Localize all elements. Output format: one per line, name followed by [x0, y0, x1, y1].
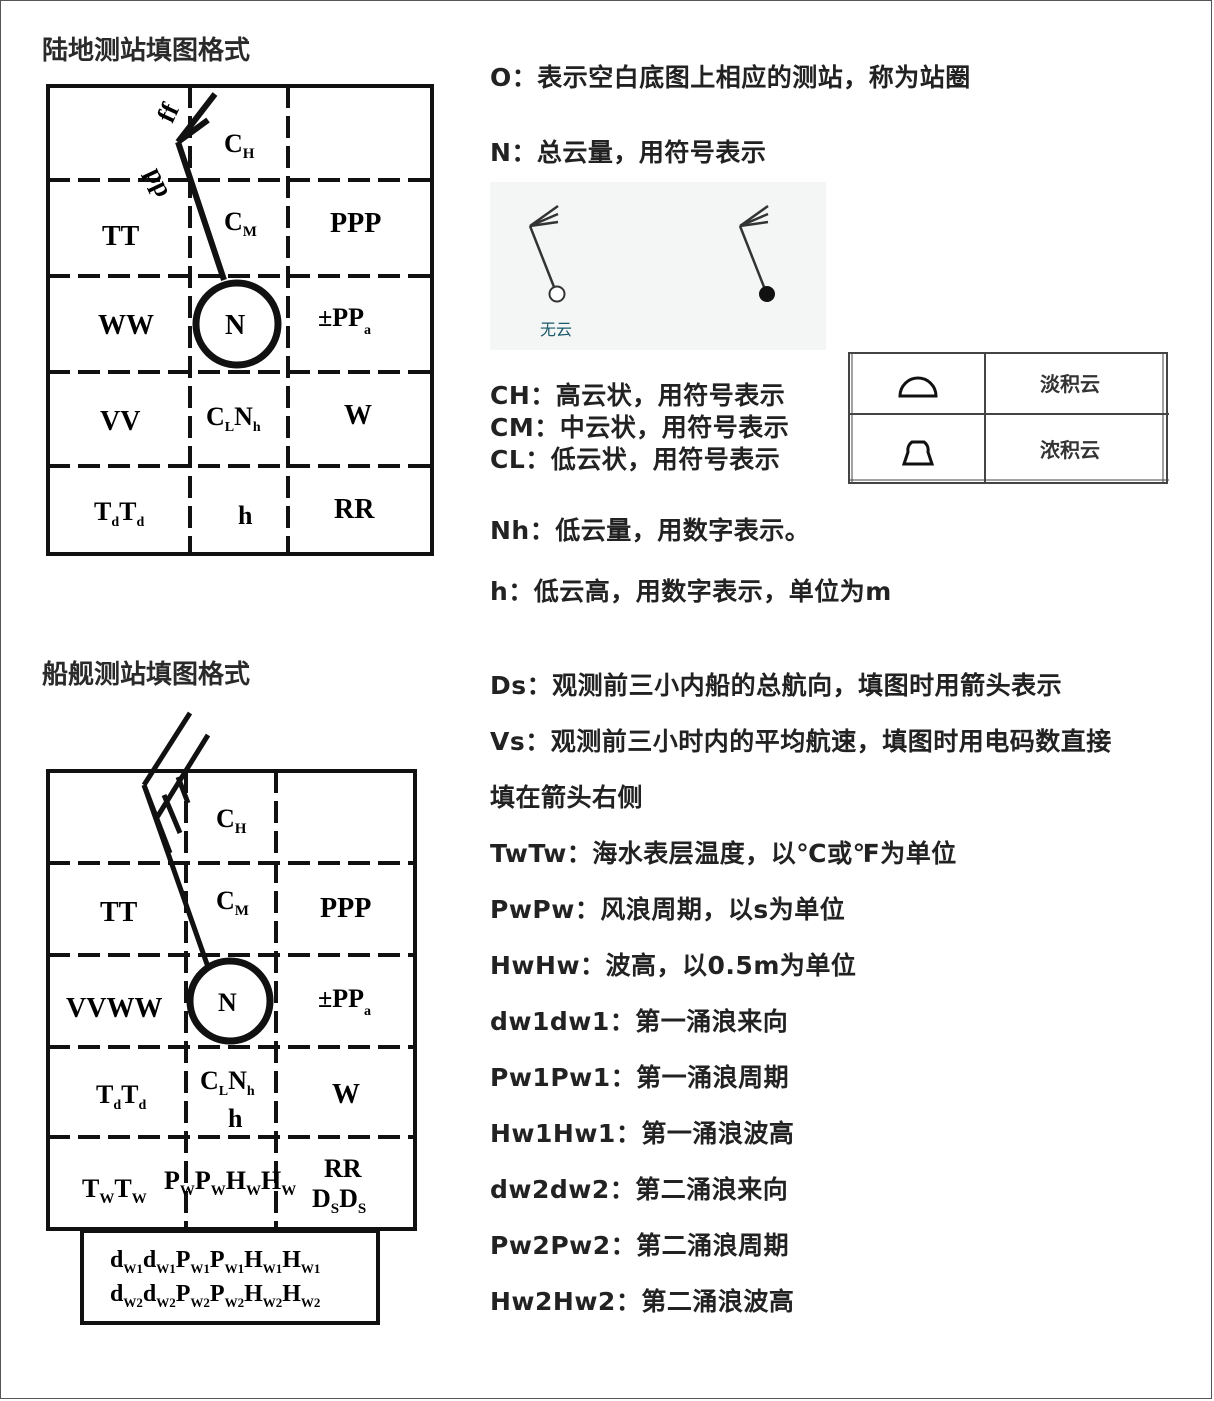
ship-ch: CH: [216, 804, 247, 837]
ship-twtw: TWTW: [82, 1174, 147, 1207]
ship-rr: RR: [324, 1154, 362, 1183]
ship-section-title: 船舰测站填图格式: [42, 660, 251, 690]
land-cm: CM: [224, 207, 257, 240]
ship-desc-pw1: Pw1Pw1：第一涌浪周期: [490, 1063, 790, 1092]
cloud-label-congestus: 浓积云: [1040, 438, 1100, 462]
land-wind-barb: [175, 92, 227, 281]
ship-swell-row-1: dW1dW1PW1PW1HW1HW1: [110, 1247, 320, 1276]
ship-grid-dashes: [48, 771, 415, 1229]
ship-desc-ds: Ds：观测前三小内船的总航向，填图时用箭头表示: [490, 671, 1063, 700]
ship-ppa: ±PPa: [318, 984, 371, 1019]
clear-sky-caption: 无云: [540, 320, 573, 339]
land-desc-ch: CH：高云状，用符号表示: [490, 381, 786, 410]
overcast-circle-icon: [759, 286, 775, 302]
land-grid-frame: [46, 84, 434, 556]
land-ppp: PPP: [330, 208, 381, 239]
land-n: N: [225, 310, 245, 341]
land-ww: WW: [98, 310, 154, 341]
land-grid-dashes: [48, 86, 432, 554]
ship-swell-box: [80, 1229, 380, 1325]
land-rr: RR: [334, 494, 375, 525]
land-clnh: CLNh: [206, 402, 261, 435]
ship-desc-pw2: Pw2Pw2：第二涌浪周期: [490, 1231, 790, 1260]
ship-station-diagram: CH CM TT PPP VVWW N ±PPa TdTd CLNh h W T…: [46, 711, 417, 1325]
land-desc-cl: CL：低云状，用符号表示: [490, 445, 781, 474]
land-ff: ff: [151, 99, 185, 127]
land-h: h: [238, 501, 253, 530]
land-tt: TT: [102, 221, 140, 252]
clear-sky-circle-icon: [548, 285, 566, 303]
cloud-label-humilis: 淡积云: [1040, 372, 1100, 396]
ship-clnh: CLNh: [200, 1066, 255, 1099]
land-desc-n: N：总云量，用符号表示: [490, 138, 767, 167]
ship-desc-dw1: dw1dw1：第一涌浪来向: [490, 1007, 789, 1036]
ship-n: N: [218, 988, 237, 1017]
wind-barb-examples-svg: [528, 204, 775, 303]
ship-desc-pwpw: PwPw：风浪周期，以s为单位: [490, 895, 846, 924]
ship-w: W: [332, 1079, 360, 1110]
land-station-circle: [192, 279, 282, 369]
ship-wind-barb: [141, 711, 211, 968]
ship-desc-hw2: Hw2Hw2：第二涌浪波高: [490, 1287, 795, 1316]
land-desc-o: O：表示空白底图上相应的测站，称为站圈: [490, 63, 971, 92]
land-ch: CH: [224, 129, 255, 162]
ship-h: h: [228, 1104, 243, 1133]
land-desc-cm: CM：中云状，用符号表示: [490, 413, 790, 442]
ship-pwpwhwhw: PWPWHWHW: [164, 1166, 296, 1199]
ship-cm: CM: [216, 886, 249, 919]
cloud-type-table: [848, 352, 1169, 484]
cumulus-humilis-icon: [898, 376, 938, 398]
land-w: W: [344, 400, 372, 431]
ship-desc-vs-cont: 填在箭头右侧: [490, 783, 644, 812]
ship-desc-hw1: Hw1Hw1：第一涌浪波高: [490, 1119, 795, 1148]
land-desc-nh: Nh：低云量，用数字表示。: [490, 516, 811, 545]
land-ppa: ±PPa: [318, 303, 371, 338]
ship-desc-twtw: TwTw：海水表层温度，以℃或℉为单位: [490, 839, 957, 868]
ship-dsds: DSDS: [312, 1184, 366, 1217]
ship-tt: TT: [100, 897, 138, 928]
land-pp: pp: [140, 163, 179, 201]
land-station-diagram: ff pp CH CM TT PPP WW N ±PPa VV CLNh W T…: [46, 84, 434, 556]
wind-barb-examples: 无云: [490, 182, 826, 350]
ship-ppp: PPP: [320, 893, 371, 924]
ship-swell-row-2: dW2dW2PW2PW2HW2HW2: [110, 1281, 320, 1310]
ship-tdtd: TdTd: [96, 1080, 146, 1113]
ship-desc-vs: Vs：观测前三小时内的平均航速，填图时用电码数直接: [490, 727, 1112, 756]
ship-station-circle: [186, 957, 274, 1045]
ship-vvww: VVWW: [66, 993, 162, 1024]
land-desc-h: h：低云高，用数字表示，单位为m: [490, 577, 892, 606]
cumulus-congestus-icon: [901, 440, 935, 466]
ship-desc-hwhw: HwHw：波高，以0.5m为单位: [490, 951, 857, 980]
land-vv: VV: [100, 406, 140, 437]
land-section-title: 陆地测站填图格式: [42, 36, 251, 66]
land-tdtd: TdTd: [94, 497, 144, 530]
ship-desc-dw2: dw2dw2：第二涌浪来向: [490, 1175, 789, 1204]
